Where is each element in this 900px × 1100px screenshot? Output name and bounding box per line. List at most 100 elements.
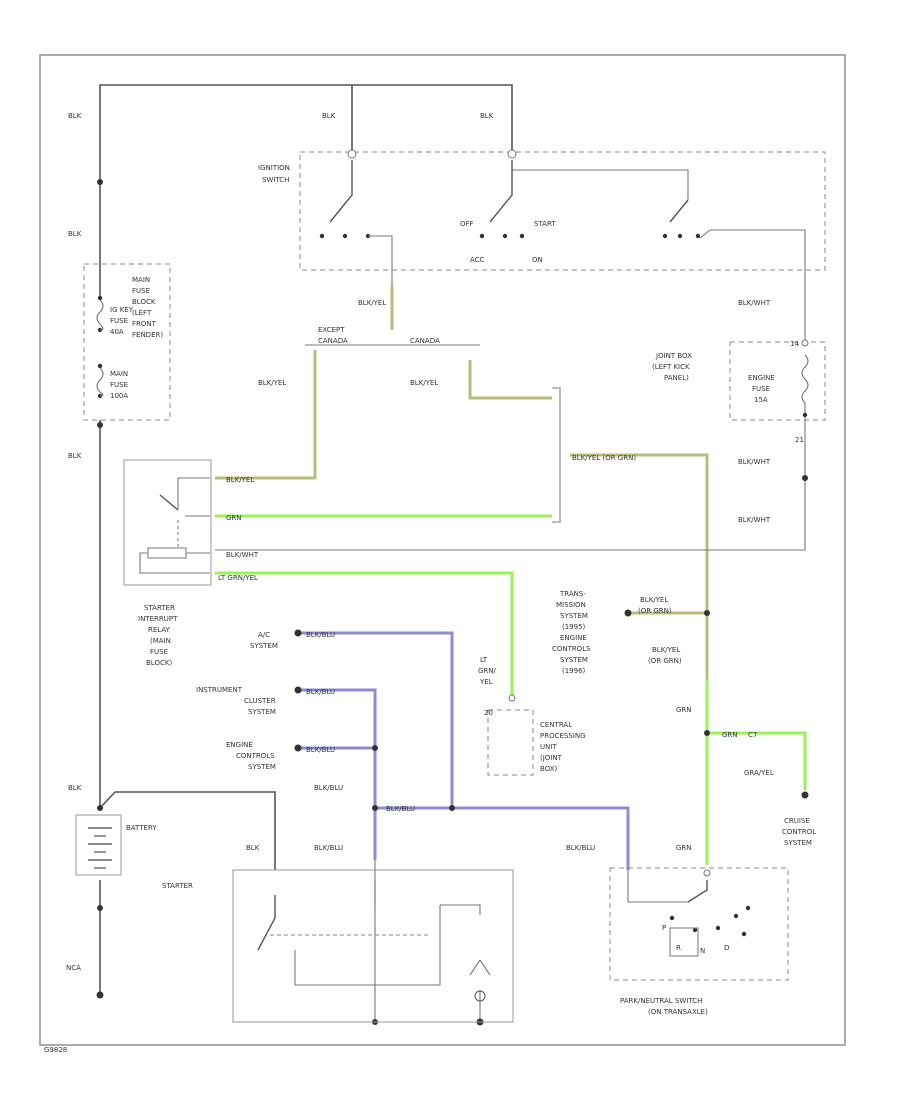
connector-pin (801, 339, 809, 347)
component-label: PROCESSING (540, 732, 586, 740)
component-label: PARK/NEUTRAL SWITCH (620, 997, 702, 1005)
switch-position-label: ACC (470, 256, 485, 264)
starter-motor (232, 869, 514, 1023)
connector-pin (507, 149, 517, 159)
junction-dot (449, 805, 455, 811)
park-contact (687, 880, 708, 903)
component-label: CENTRAL (540, 721, 572, 729)
motor-symbol (469, 959, 481, 976)
park-neutral-switch (609, 867, 789, 981)
pin-label: C7 (748, 731, 757, 739)
wire-label: YEL (479, 678, 493, 686)
wire-label: BLK/BLU (386, 805, 415, 813)
starter-lead (440, 904, 481, 915)
wire-blkblu-ac (298, 631, 454, 808)
component-label: (ON TRANSAXLE) (648, 1008, 708, 1016)
wire-blkwht (215, 415, 806, 551)
fuse-100a-symbol (96, 367, 104, 397)
component-label: (MAIN (150, 637, 171, 645)
contact-dot (342, 233, 348, 239)
component-label: (JOINT (540, 754, 563, 762)
wire-ign-out (710, 229, 806, 345)
ignition-switch-box (299, 151, 826, 271)
contact-dot (695, 233, 701, 239)
component-label: A/C (258, 631, 270, 639)
junction-dot (802, 475, 808, 481)
fuse-label: MAIN (110, 370, 128, 378)
wire-blkyel-canada (468, 360, 552, 400)
wire-highlights (215, 285, 807, 870)
central-processing-unit (487, 694, 534, 776)
fuse-pin (97, 363, 103, 369)
contact-dot (733, 913, 739, 919)
wire-label: BLK (246, 844, 260, 852)
switch-contact (329, 160, 353, 223)
relay-contact (159, 494, 179, 511)
wire-label: GRN (676, 706, 692, 714)
connector-pin (347, 149, 357, 159)
joint-box-outline (729, 341, 826, 421)
wire-gray-bracket (552, 387, 561, 523)
component-label: (LEFT (132, 309, 152, 317)
diagram-frame (39, 54, 846, 1046)
junction-dot (97, 422, 103, 428)
wire-label: BLK/YEL (652, 646, 680, 654)
component-label: BLOCK (132, 298, 156, 306)
component-label: ENGINE (748, 374, 775, 382)
switch-output (368, 235, 393, 285)
cpu-box (487, 709, 534, 776)
fuse-label: FUSE (110, 381, 128, 389)
junction-dot (801, 791, 809, 799)
contact-dot (519, 233, 525, 239)
junction-dot (97, 179, 103, 185)
component-label: MAIN (132, 276, 150, 284)
contact-dot (319, 233, 325, 239)
wire-label: GRN (676, 844, 692, 852)
component-label: PANEL) (664, 374, 689, 382)
contact-dot (745, 905, 751, 911)
wire-label: BLK/WHT (738, 516, 771, 524)
engine-fuse-symbol (801, 354, 809, 415)
component-label: FENDER) (132, 331, 163, 339)
switch-position-label: ON (532, 256, 543, 264)
component-label: CRUISE (784, 817, 810, 825)
component-label: (1995) (562, 623, 586, 631)
gear-position-label: P (662, 924, 666, 932)
junction-dot (372, 805, 378, 811)
component-label: TRANS- (559, 590, 586, 598)
wire-battery-starter (99, 791, 276, 870)
switch-contact (489, 160, 513, 223)
fuse-pin (97, 295, 103, 301)
starter-contact (257, 895, 276, 951)
wire-label: BLK (68, 230, 82, 238)
contact-dot (479, 233, 485, 239)
component-label: FRONT (132, 320, 157, 328)
ignition-switch (299, 149, 826, 285)
wire-label: BLK/BLU (306, 688, 335, 696)
ground-dot (96, 991, 104, 999)
contact-dot (502, 233, 508, 239)
component-label: 15A (754, 396, 768, 404)
component-label: SYSTEM (248, 708, 276, 716)
component-label: CLUSTER (244, 697, 276, 705)
fuse-label: IG KEY (110, 306, 134, 314)
component-label: BLOCK) (146, 659, 172, 667)
component-label: MISSION (556, 601, 586, 609)
wire-label: BLK (68, 784, 82, 792)
component-label: ENGINE (560, 634, 587, 642)
junction-dot (97, 905, 103, 911)
junction-dot (372, 745, 378, 751)
wire-label: GRN (722, 731, 738, 739)
component-label: CONTROLS (552, 645, 591, 653)
gear-position-label: R (676, 944, 681, 952)
gear-position-label: N (700, 947, 705, 955)
park-lead (627, 870, 688, 903)
component-label: STARTER (162, 882, 193, 890)
component-label: UNIT (540, 743, 557, 751)
connector-pin (703, 869, 711, 877)
wire-blkblu-bus (375, 806, 630, 870)
labels: BLK BLK BLK BLK BLK BLK BLK IGNITION SWI… (44, 112, 816, 1054)
main-fuse-box (83, 263, 171, 421)
wire-label: BLK (322, 112, 336, 120)
component-label: SYSTEM (250, 642, 278, 650)
